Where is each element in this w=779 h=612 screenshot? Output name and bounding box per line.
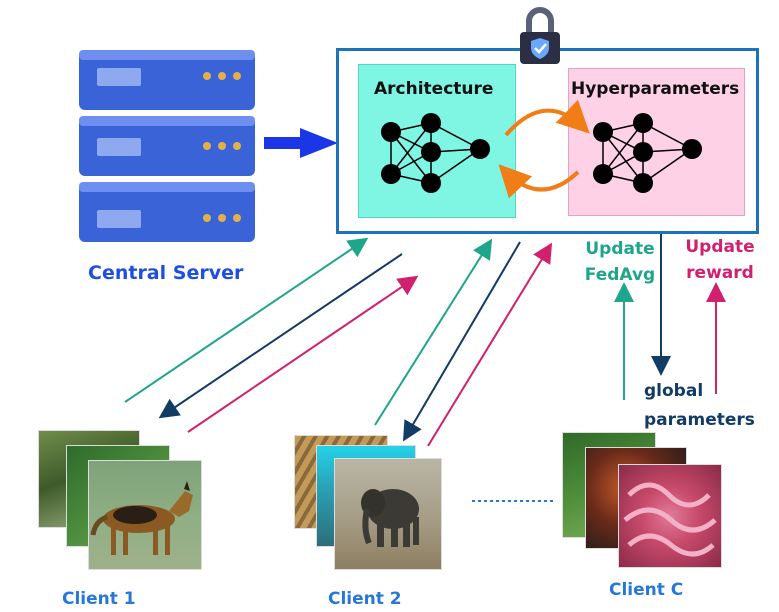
architecture-network-icon — [376, 110, 496, 194]
client2-reward-arrow — [427, 242, 553, 447]
architecture-box — [358, 64, 516, 218]
client1-download-arrow — [158, 253, 403, 419]
clientc-label: Client C — [609, 580, 684, 600]
hyperparameters-box — [568, 68, 745, 216]
client1-upload-arrow — [124, 237, 369, 403]
client1-reward-arrow — [187, 275, 419, 433]
elephant-icon — [361, 489, 419, 547]
elephant-image — [334, 458, 442, 570]
update-reward-line2: reward — [686, 263, 754, 283]
client2-download-arrow — [402, 241, 521, 442]
hyperparameters-network-icon — [588, 110, 708, 194]
server-to-panel-arrow — [264, 128, 338, 158]
coral-icon — [623, 482, 717, 557]
german-shepherd-icon — [90, 481, 193, 555]
server-unit-top — [79, 50, 255, 110]
client2-label: Client 2 — [328, 589, 402, 609]
client2-upload-arrow — [374, 238, 493, 426]
global-parameters-line1: global — [644, 381, 704, 401]
central-server — [79, 46, 255, 246]
update-fedavg-label: Update FedAvg — [580, 236, 660, 288]
global-parameters-line2: parameters — [644, 410, 755, 430]
global-parameters-label: global parameters — [644, 377, 764, 435]
server-unit-bottom — [79, 182, 255, 242]
architecture-title: Architecture — [374, 79, 494, 99]
hyperparameters-title: Hyperparameters — [571, 79, 740, 99]
update-reward-line1: Update — [685, 237, 755, 257]
arch-to-hyper-arrow — [504, 99, 590, 137]
lock-icon — [516, 4, 564, 66]
server-unit-middle — [79, 116, 255, 176]
hyper-to-arch-arrow — [498, 164, 580, 199]
dog-image — [88, 460, 202, 570]
update-reward-label: Update reward — [680, 234, 760, 286]
client1-label: Client 1 — [62, 589, 136, 609]
update-fedavg-line1: Update — [585, 239, 655, 259]
update-fedavg-line2: FedAvg — [584, 265, 656, 285]
coral-image — [618, 464, 722, 568]
central-server-label: Central Server — [88, 262, 244, 284]
